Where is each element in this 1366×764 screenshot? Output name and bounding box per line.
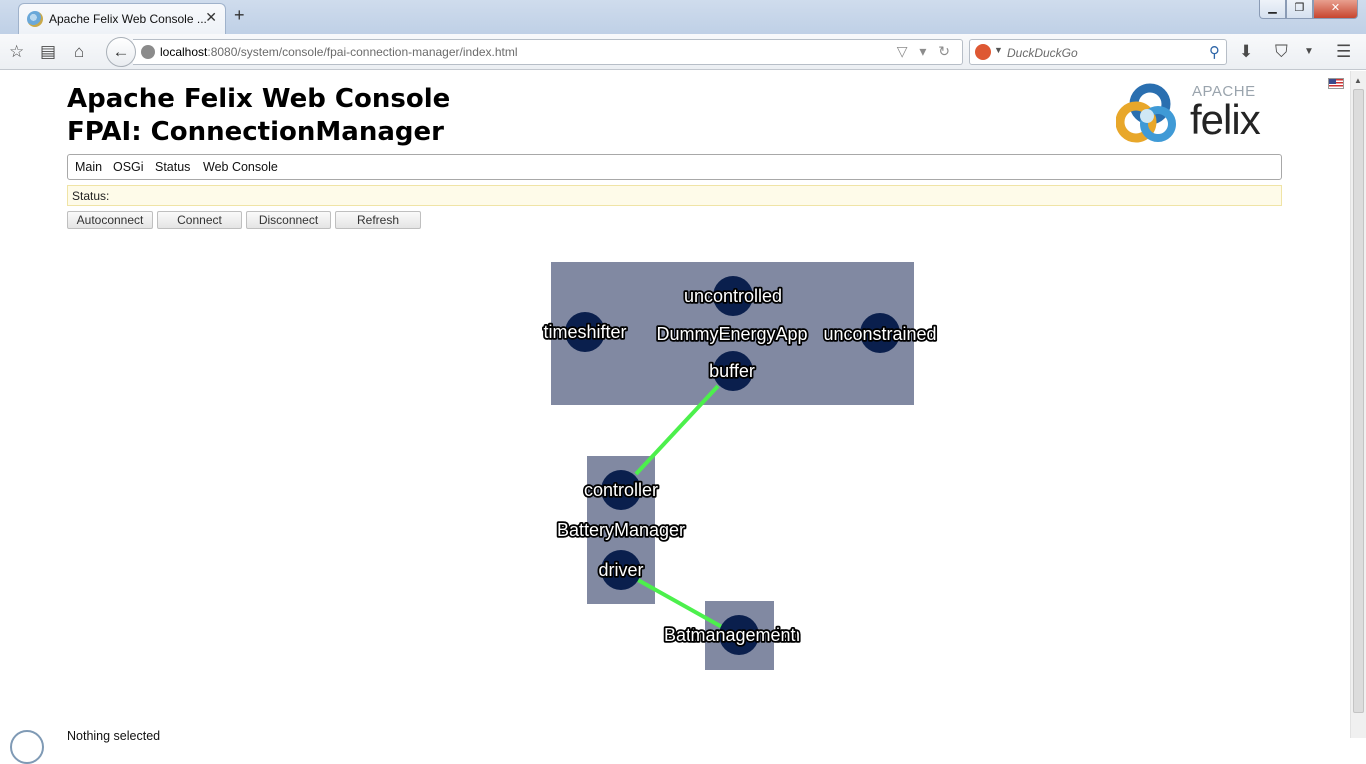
search-engine-dropdown-icon[interactable]: ▼ xyxy=(994,45,1003,55)
url-actions-icons[interactable]: ▽ ▾ ↻ xyxy=(896,43,954,59)
new-tab-button[interactable]: + xyxy=(234,5,245,25)
search-icon[interactable]: ⚲ xyxy=(1209,44,1220,61)
pocket-dropdown-icon[interactable]: ▼ xyxy=(1304,46,1314,57)
minimize-button[interactable]: ▁ xyxy=(1259,0,1286,19)
menu-item-web-console[interactable]: Web Console xyxy=(203,160,278,174)
window-titlebar: Apache Felix Web Console ... ✕ + ▁ ❐ ✕ xyxy=(0,0,1366,34)
status-label: Status: xyxy=(72,189,110,203)
felix-logo-icon xyxy=(1115,83,1176,143)
endpoint-unconstrained[interactable] xyxy=(860,313,900,353)
scrollbar-thumb[interactable] xyxy=(1353,89,1364,713)
felix-favicon-icon xyxy=(27,11,43,27)
endpoint-management[interactable] xyxy=(719,615,759,655)
globe-icon xyxy=(141,45,155,59)
menu-icon[interactable]: ☰ xyxy=(1336,42,1352,61)
endpoint-uncontrolled[interactable] xyxy=(713,276,753,316)
us-flag-icon[interactable] xyxy=(1328,78,1344,89)
apache-felix-logo: APACHE felix xyxy=(1115,80,1286,146)
url-host: localhost xyxy=(160,45,208,59)
autoconnect-button[interactable]: Autoconnect xyxy=(67,211,153,229)
close-window-button[interactable]: ✕ xyxy=(1313,0,1358,19)
endpoint-driver[interactable] xyxy=(601,550,641,590)
selection-status: Nothing selected xyxy=(67,729,161,743)
navigation-toolbar: ☆ ▤ ⌂ localhost:8080/system/console/fpai… xyxy=(0,34,1366,70)
menu-item-osgi[interactable]: OSGi xyxy=(113,160,144,174)
logo-felix-text: felix xyxy=(1190,96,1261,143)
reading-list-icon[interactable]: ▤ xyxy=(40,42,57,61)
browser-tab[interactable]: Apache Felix Web Console ... ✕ xyxy=(18,3,226,34)
refresh-button[interactable]: Refresh xyxy=(335,211,421,229)
url-text[interactable]: localhost:8080/system/console/fpai-conne… xyxy=(160,45,518,59)
menu-item-status[interactable]: Status xyxy=(155,160,191,174)
status-bar: Status: xyxy=(67,185,1282,206)
tab-title: Apache Felix Web Console ... xyxy=(49,12,207,26)
connect-button[interactable]: Connect xyxy=(157,211,242,229)
endpoint-timeshifter[interactable] xyxy=(565,312,605,352)
download-icon[interactable]: ⬇ xyxy=(1239,42,1254,61)
disconnect-button[interactable]: Disconnect xyxy=(246,211,331,229)
back-arrow-icon: ← xyxy=(112,42,130,61)
pocket-icon[interactable]: ⛉ xyxy=(1275,42,1288,61)
menu-item-main[interactable]: Main xyxy=(75,160,103,174)
url-bar[interactable]: localhost:8080/system/console/fpai-conne… xyxy=(133,39,963,65)
star-icon[interactable]: ☆ xyxy=(9,42,25,61)
page-subtitle: FPAI: ConnectionManager xyxy=(67,117,444,147)
selection-indicator-icon xyxy=(10,730,44,764)
logo-apache-text: APACHE xyxy=(1192,83,1256,100)
main-menu: Main OSGi Status Web Console xyxy=(67,154,1282,180)
tab-close-icon[interactable]: ✕ xyxy=(205,9,217,25)
search-input[interactable]: DuckDuckGo xyxy=(1007,46,1078,60)
home-icon[interactable]: ⌂ xyxy=(74,42,85,61)
page-title: Apache Felix Web Console xyxy=(67,84,451,114)
back-button[interactable]: ← xyxy=(106,37,136,67)
endpoint-buffer[interactable] xyxy=(713,351,753,391)
scroll-up-arrow-icon[interactable]: ▲ xyxy=(1354,76,1362,85)
vertical-scrollbar[interactable]: ▲ xyxy=(1350,71,1366,738)
endpoint-controller[interactable] xyxy=(601,470,641,510)
duckduckgo-icon[interactable] xyxy=(975,44,991,60)
url-path: :8080/system/console/fpai-connection-man… xyxy=(207,45,518,59)
window-controls: ▁ ❐ ✕ xyxy=(1259,0,1358,20)
maximize-button[interactable]: ❐ xyxy=(1286,0,1313,19)
search-bar[interactable]: ▼ DuckDuckGo ⚲ xyxy=(969,39,1227,65)
